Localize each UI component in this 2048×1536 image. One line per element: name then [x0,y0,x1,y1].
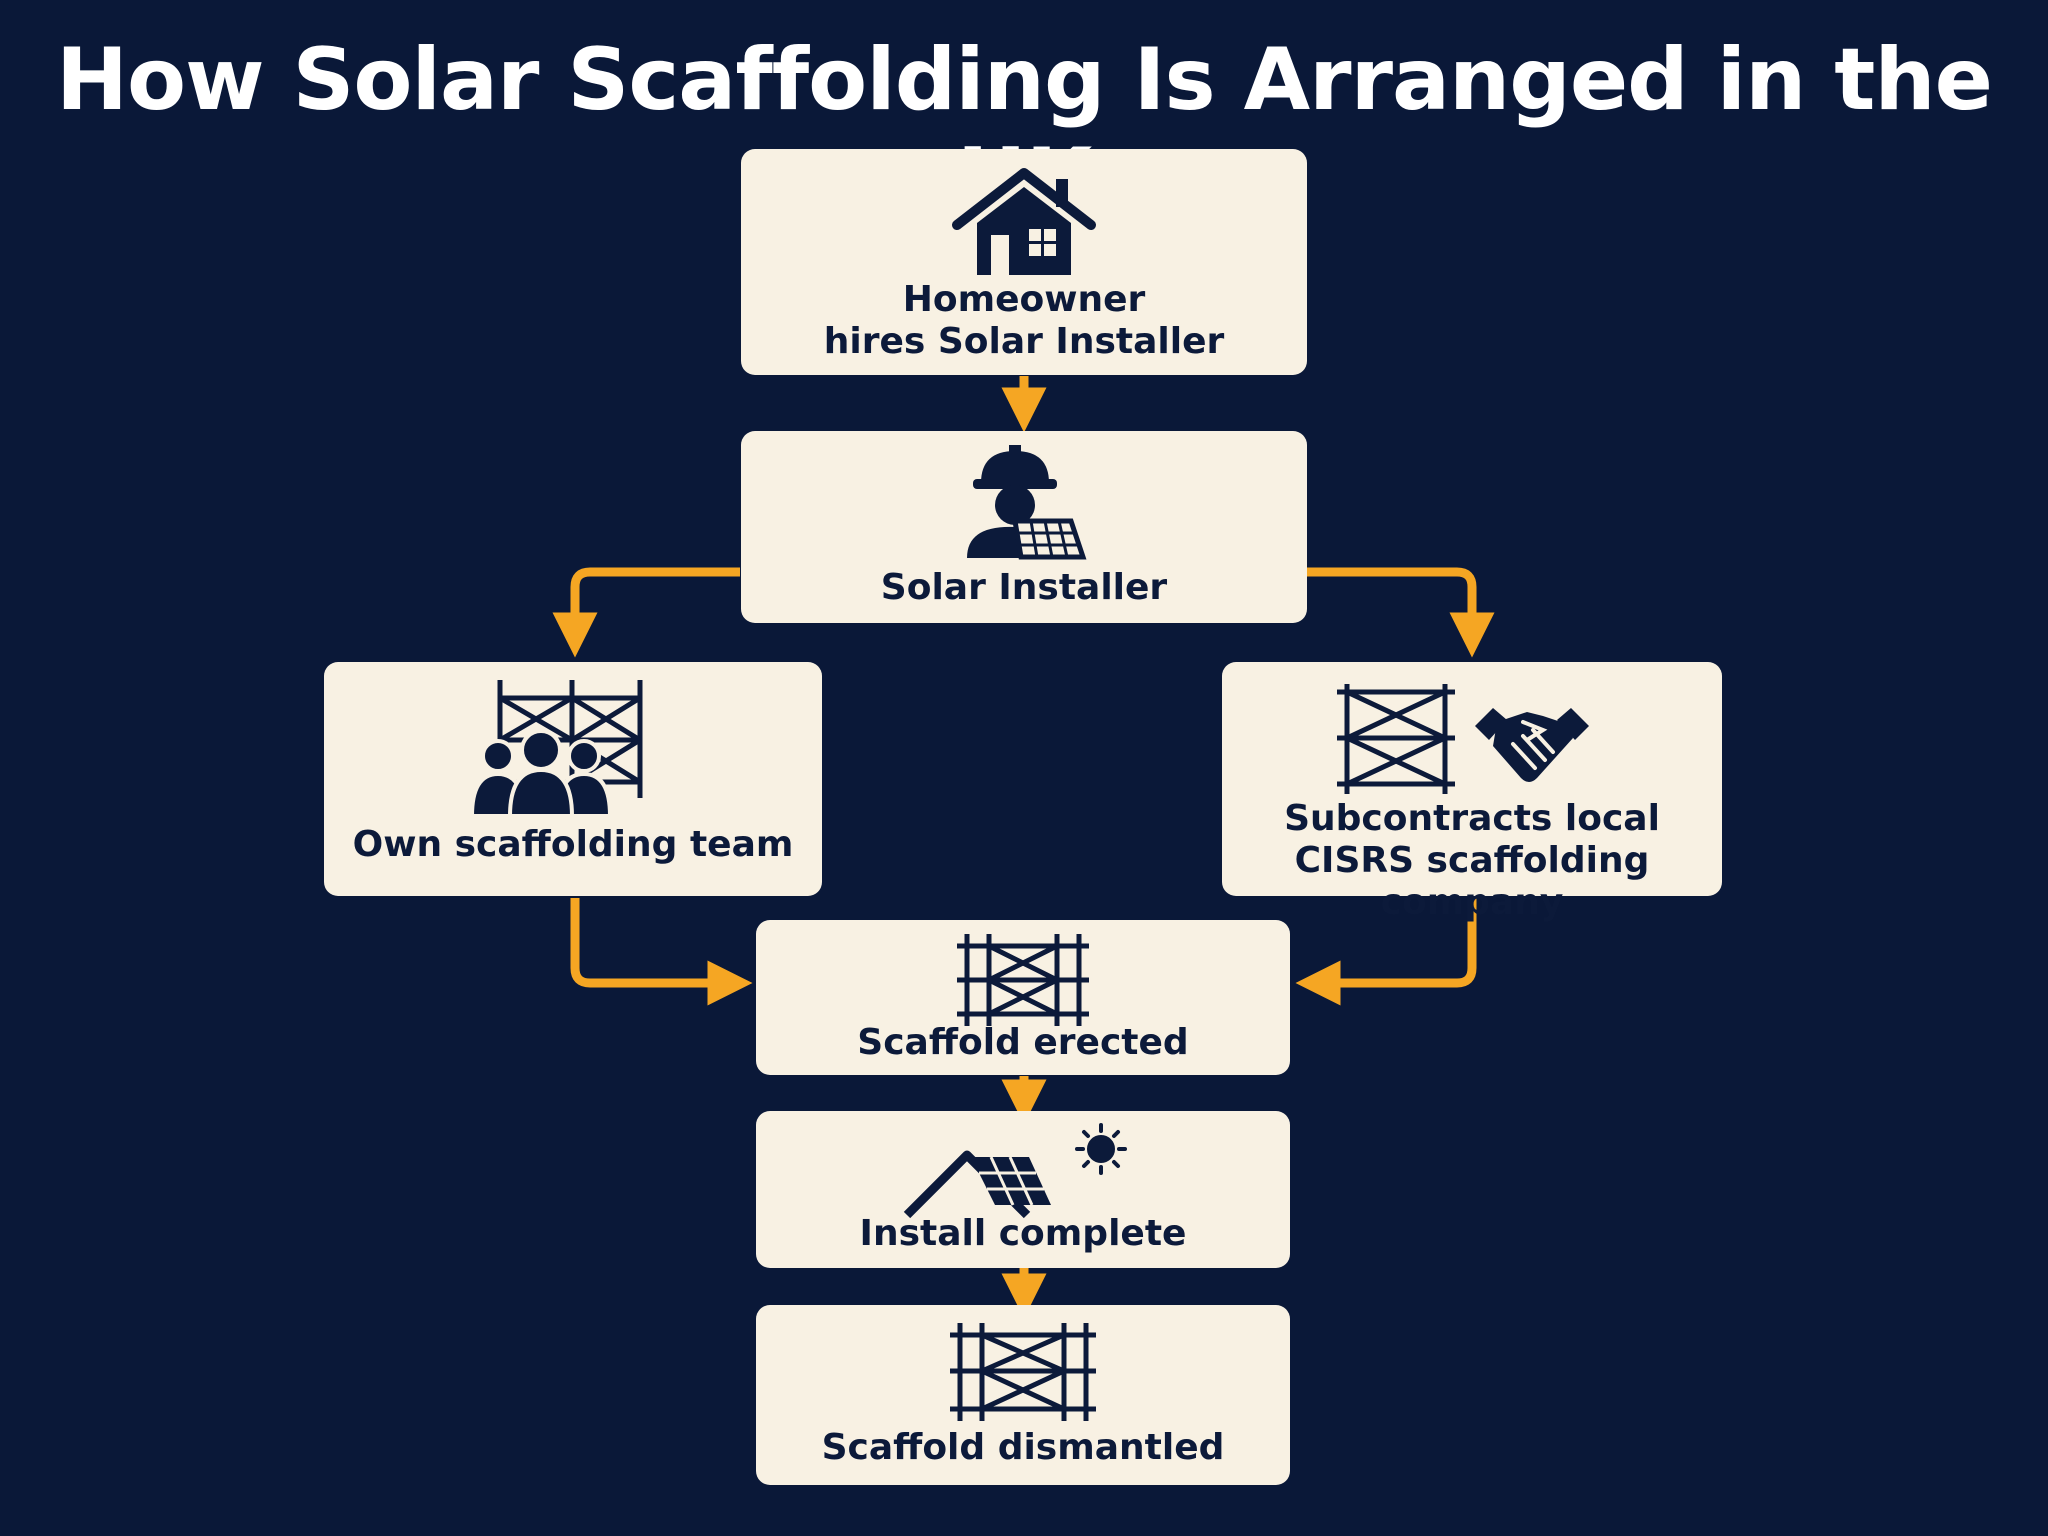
install-label: Install complete [859,1213,1187,1254]
installer-label: Solar Installer [880,567,1168,608]
house-icon [952,168,1096,275]
dismantled-label: Scaffold dismantled [821,1427,1225,1468]
erected-label: Scaffold erected [857,1022,1189,1063]
node-install-complete: Install complete [756,1111,1290,1268]
arrow-own-team-to-erected [570,898,753,1006]
node-homeowner: Homeowner hires Solar Installer [741,149,1307,375]
arrow-subcontract-to-erected [1295,898,1477,1006]
scaffold-icon [950,1323,1096,1421]
node-own-scaffolding-team: Own scaffolding team [324,662,822,896]
subcontract-label-line1: Subcontracts local [1284,798,1660,839]
homeowner-label-line1: Homeowner [902,279,1146,320]
node-subcontract-cisrs: Subcontracts local CISRS scaffolding com… [1222,662,1722,923]
arrow-installer-to-own-team [552,567,740,658]
roof-solar-sun-icon [903,1123,1127,1219]
own-team-label: Own scaffolding team [352,824,794,865]
node-scaffold-erected: Scaffold erected [756,920,1290,1075]
worker-with-solar-panel-icon [967,445,1087,560]
scaffold-icon [957,934,1089,1026]
node-solar-installer: Solar Installer [741,431,1307,623]
arrow-installer-to-subcontract [1307,567,1495,658]
team-scaffolding-icon [472,680,643,818]
node-scaffold-dismantled: Scaffold dismantled [756,1305,1290,1485]
homeowner-label-line2: hires Solar Installer [823,321,1225,362]
subcontract-label-line2: CISRS scaffolding company [1294,840,1650,923]
scaffold-handshake-icon [1337,684,1589,794]
